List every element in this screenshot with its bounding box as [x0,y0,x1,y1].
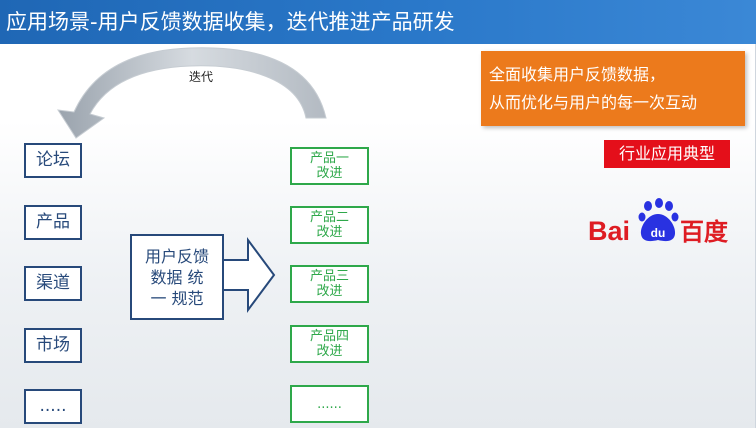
process-line-3: 一 规范 [150,288,204,308]
improvement-box-1: 产品一 改进 [290,147,369,185]
process-output-arrow [224,236,276,314]
baidu-logo-text-right: 百度 [680,218,729,246]
industry-case-badge: 行业应用典型 [604,140,730,168]
source-box-forum: 论坛 [24,143,82,178]
improvement-title: 产品二 [309,210,349,225]
source-box-product: 产品 [24,205,82,240]
baidu-paw-icon [638,198,679,242]
baidu-logo-text-paw: du [651,226,666,240]
iteration-loop-arrow [57,47,327,139]
improvement-subtitle: 改进 [316,284,343,299]
improvement-subtitle: 改进 [316,344,343,359]
iteration-label: 迭代 [189,70,214,84]
improvement-box-4: 产品四 改进 [290,325,369,363]
baidu-logo: Bai du 百度 [588,198,729,246]
callout-line-2: 从而优化与用户的每一次互动 [489,92,698,112]
slide-title: 应用场景-用户反馈数据收集，迭代推进产品研发 [0,0,756,44]
process-box: 用户反馈 数据 统 一 规范 [130,234,224,320]
improvement-title: ...... [317,396,342,412]
improvement-subtitle: 改进 [316,225,343,240]
source-box-channel: 渠道 [24,266,82,301]
baidu-logo-text-left: Bai [588,216,630,246]
callout-line-1: 全面收集用户反馈数据， [489,64,666,84]
improvement-box-2: 产品二 改进 [290,206,369,244]
process-line-1: 用户反馈 [144,246,209,266]
improvement-subtitle: 改进 [316,166,343,181]
improvement-title: 产品三 [309,269,349,284]
improvement-box-more: ...... [290,385,369,423]
summary-callout: 全面收集用户反馈数据， 从而优化与用户的每一次互动 [481,51,745,126]
improvement-box-3: 产品三 改进 [290,265,369,303]
process-line-2: 数据 统 [150,267,204,287]
source-box-more: ..... [24,389,82,424]
source-box-market: 市场 [24,328,82,363]
improvement-title: 产品四 [309,329,349,344]
improvement-title: 产品一 [309,151,349,166]
